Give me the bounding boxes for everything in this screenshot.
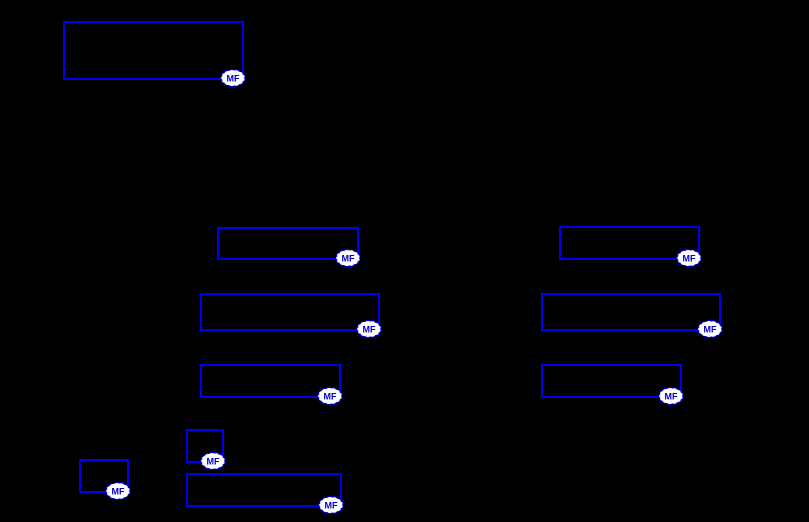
family-box[interactable] [186, 473, 342, 507]
family-box[interactable] [559, 226, 700, 260]
mf-badge-label: MF [363, 325, 376, 335]
scalloped-seal-shape [658, 386, 684, 406]
mf-badge[interactable]: MF [316, 385, 344, 407]
mf-badge[interactable]: MF [219, 67, 247, 89]
scalloped-seal-shape [220, 68, 246, 88]
scalloped-seal-shape [105, 481, 131, 501]
mf-badge[interactable]: MF [657, 385, 685, 407]
scalloped-seal-shape [200, 451, 226, 471]
mf-badge-label: MF [704, 325, 717, 335]
family-box[interactable] [541, 293, 721, 331]
mf-badge[interactable]: MF [317, 494, 345, 516]
scalloped-seal-shape [676, 248, 702, 268]
mf-badge[interactable]: MF [696, 318, 724, 340]
scalloped-seal-shape [318, 495, 344, 515]
mf-badge[interactable]: MF [334, 247, 362, 269]
mf-badge-label: MF [112, 487, 125, 497]
mf-badge[interactable]: MF [199, 450, 227, 472]
mf-badge[interactable]: MF [355, 318, 383, 340]
mf-badge-label: MF [324, 392, 337, 402]
family-box[interactable] [63, 21, 244, 80]
family-box[interactable] [217, 227, 359, 260]
scalloped-seal-shape [697, 319, 723, 339]
family-box[interactable] [541, 364, 682, 398]
mf-badge-label: MF [342, 254, 355, 264]
family-box[interactable] [79, 459, 129, 493]
mf-badge-label: MF [665, 392, 678, 402]
family-box[interactable] [200, 293, 380, 331]
scalloped-seal-shape [335, 248, 361, 268]
mf-badge-label: MF [683, 254, 696, 264]
mf-badge-label: MF [207, 457, 220, 467]
mf-badge-label: MF [325, 501, 338, 511]
family-box[interactable] [200, 364, 341, 398]
mf-badge[interactable]: MF [675, 247, 703, 269]
scalloped-seal-shape [356, 319, 382, 339]
mf-badge-label: MF [227, 74, 240, 84]
scalloped-seal-shape [317, 386, 343, 406]
mf-badge[interactable]: MF [104, 480, 132, 502]
